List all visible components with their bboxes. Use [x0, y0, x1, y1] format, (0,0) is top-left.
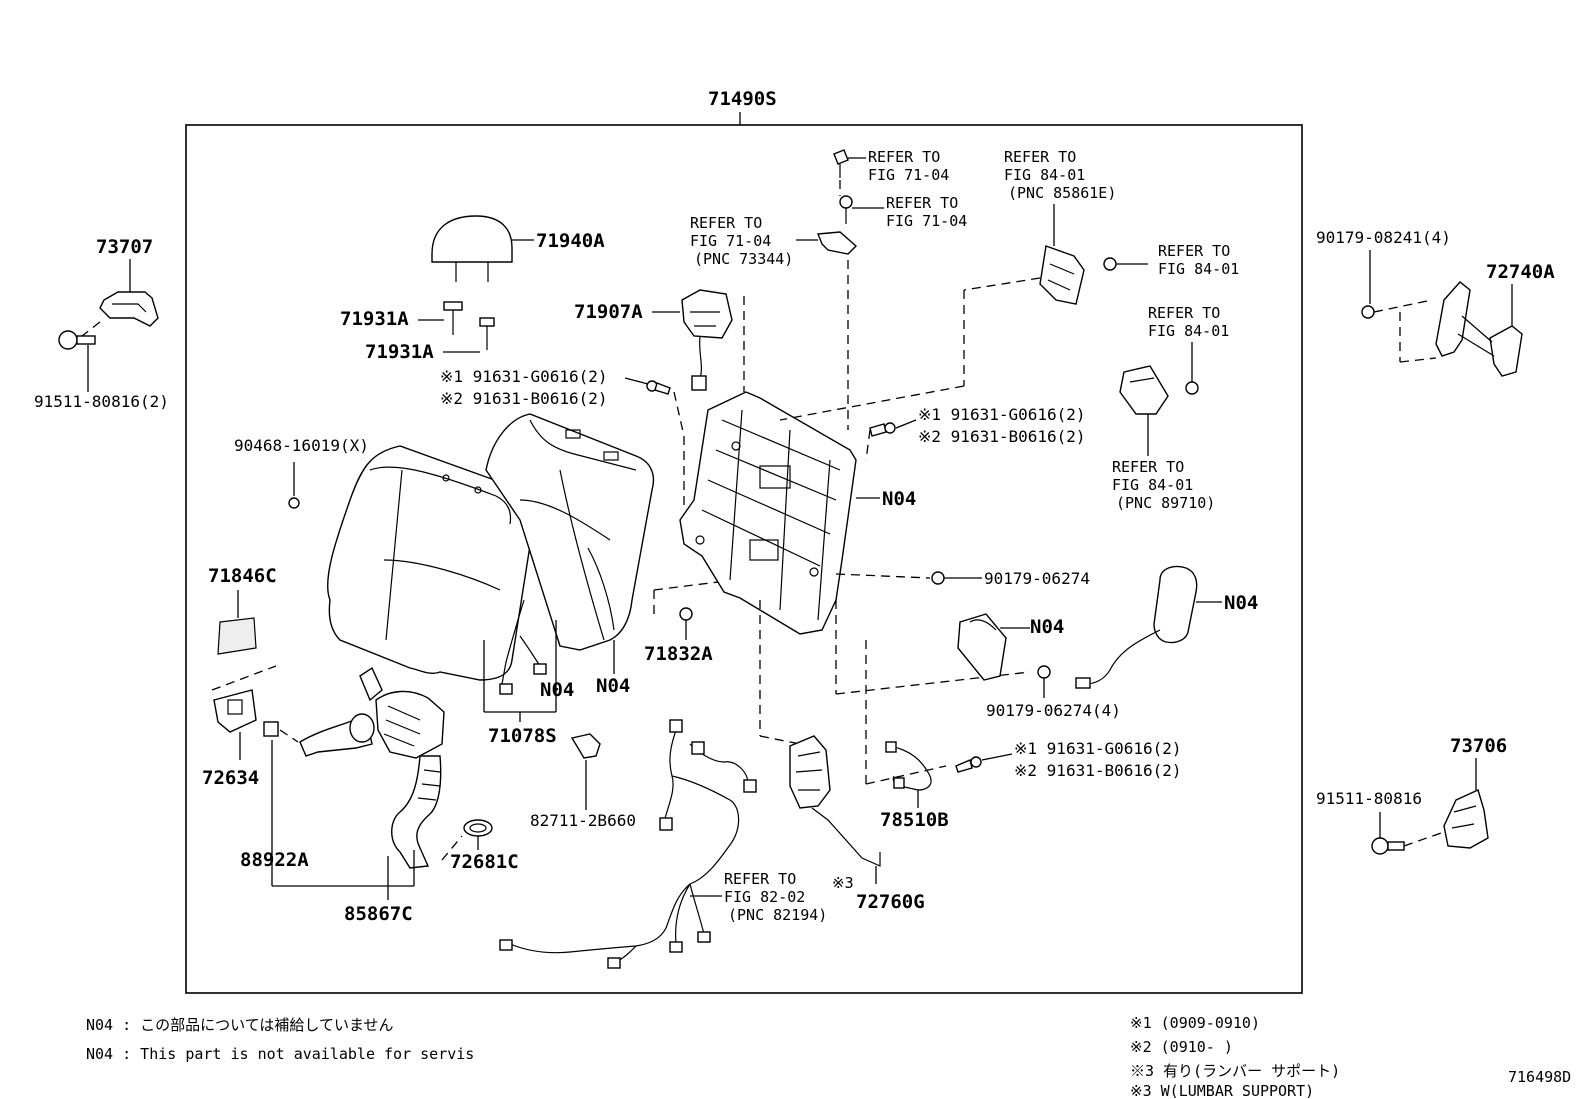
latch-71907A-icon [681, 289, 733, 391]
note-n04-japanese: N04 : この部品については補給していません [86, 1016, 394, 1034]
part-label-N04-motor[interactable]: N04 [1224, 592, 1258, 614]
ref-fig-82-02-line1[interactable]: REFER TO [724, 870, 796, 888]
ref-fig-71-04-b-line1[interactable]: REFER TO [886, 194, 958, 212]
part-label-71832A[interactable]: 71832A [644, 643, 713, 665]
ref-fig-84-01-d-line3[interactable]: (PNC 89710) [1116, 494, 1215, 512]
footnote-2: ※2 (0910- ) [1130, 1038, 1233, 1056]
sensor-bracket-icon [957, 613, 1007, 681]
bracket-72634-icon [213, 689, 257, 733]
seatback-frame-icon [679, 391, 857, 635]
part-label-72760G[interactable]: 72760G [856, 891, 925, 913]
wire-harness-icon [499, 719, 757, 969]
seatback-cover-icon [485, 413, 655, 651]
ref-fig-71-04-c-line1[interactable]: REFER TO [690, 214, 762, 232]
ref-fig-71-04-c-line3[interactable]: (PNC 73344) [694, 250, 793, 268]
assembly-label-71490S[interactable]: 71490S [708, 88, 777, 110]
ref-fig-71-04-b-line2[interactable]: FIG 71-04 [886, 212, 967, 230]
screw-top-2-icon [839, 195, 853, 224]
nut-89710-icon [1185, 381, 1199, 395]
part-label-91631-B0616-b[interactable]: ※2 91631-B0616(2) [918, 427, 1086, 446]
ref-fig-71-04-a-line2[interactable]: FIG 71-04 [868, 166, 949, 184]
screw-91631-c-icon [955, 756, 982, 773]
ref-fig-84-01-b-line1[interactable]: REFER TO [1158, 242, 1230, 260]
nut-90179-06274-icon [931, 571, 945, 585]
footnote-1: ※1 (0909-0910) [1130, 1014, 1260, 1032]
ref-fig-84-01-b-line2[interactable]: FIG 84-01 [1158, 260, 1239, 278]
clip-90468-icon [288, 497, 300, 509]
ref-fig-84-01-d-line1[interactable]: REFER TO [1112, 458, 1184, 476]
lumbar-motor-icon [1075, 565, 1198, 689]
part-label-91631-B0616-c[interactable]: ※2 91631-B0616(2) [1014, 761, 1182, 780]
bracket-72740A-icon [1435, 281, 1523, 377]
headrest-71940A-icon [431, 215, 513, 282]
ref-fig-82-02-line3[interactable]: (PNC 82194) [728, 906, 827, 924]
part-label-72634[interactable]: 72634 [202, 767, 259, 789]
bracket-73344-icon [817, 231, 858, 255]
part-label-91631-G0616-a[interactable]: ※1 91631-G0616(2) [440, 367, 608, 386]
part-label-71846C[interactable]: 71846C [208, 565, 277, 587]
part-label-90468-16019[interactable]: 90468-16019(X) [234, 436, 369, 455]
part-label-91631-B0616-a[interactable]: ※2 91631-B0616(2) [440, 389, 608, 408]
part-label-72681C[interactable]: 72681C [450, 851, 519, 873]
part-label-91511-80816[interactable]: 91511-80816 [1316, 789, 1422, 808]
bolt-91511-icon [58, 330, 96, 350]
part-label-88922A[interactable]: 88922A [240, 849, 309, 871]
ref-fig-82-02-line2[interactable]: FIG 82-02 [724, 888, 805, 906]
part-label-71078S[interactable]: 71078S [488, 725, 557, 747]
bracket-73706-icon [1443, 789, 1489, 849]
part-label-72740A[interactable]: 72740A [1486, 261, 1555, 283]
part-label-71907A[interactable]: 71907A [574, 301, 643, 323]
part-label-90179-06274[interactable]: 90179-06274 [984, 569, 1090, 588]
part-label-78510B[interactable]: 78510B [880, 809, 949, 831]
part-label-82711-2B660[interactable]: 82711-2B660 [530, 811, 636, 830]
part-label-71940A[interactable]: 71940A [536, 230, 605, 252]
part-label-71931A-lower[interactable]: 71931A [365, 341, 434, 363]
part-label-90179-06274-4[interactable]: 90179-06274(4) [986, 701, 1121, 720]
ref-fig-84-01-c-line2[interactable]: FIG 84-01 [1148, 322, 1229, 340]
part-label-90179-08241[interactable]: 90179-08241(4) [1316, 228, 1451, 247]
figure-id: 716498D [1508, 1068, 1571, 1086]
lumbar-switch-icon [789, 735, 881, 867]
screw-91631-b-icon [869, 422, 896, 437]
ref-fig-71-04-a-line1[interactable]: REFER TO [868, 148, 940, 166]
footnote-marker-star3: ※3 [832, 874, 854, 892]
footnote-3-jp: ※3 有り(ランバー サポート) [1130, 1062, 1340, 1080]
bolt-91511-b-icon [1371, 837, 1405, 855]
part-label-91511-80816-2[interactable]: 91511-80816(2) [34, 392, 169, 411]
ref-fig-84-01-a-line3[interactable]: (PNC 85861E) [1008, 184, 1116, 202]
module-89710-icon [1119, 365, 1169, 415]
note-n04-english: N04 : This part is not available for ser… [86, 1045, 474, 1063]
ref-fig-84-01-a-line2[interactable]: FIG 84-01 [1004, 166, 1085, 184]
screw-91631-a-icon [646, 380, 671, 395]
part-label-73706[interactable]: 73706 [1450, 735, 1507, 757]
pad-71846C-icon [217, 617, 257, 655]
headrest-support-71931A-icon [443, 301, 495, 350]
footnote-3-en: ※3 W(LUMBAR SUPPORT) [1130, 1082, 1314, 1099]
part-label-71931A-upper[interactable]: 71931A [340, 308, 409, 330]
lumbar-pump-assembly-icon [263, 666, 493, 869]
nut-71832A-icon [679, 607, 693, 621]
ref-fig-84-01-c-line1[interactable]: REFER TO [1148, 304, 1220, 322]
bracket-73707-icon [99, 291, 159, 327]
part-label-73707[interactable]: 73707 [96, 236, 153, 258]
part-label-N04-backboard[interactable]: N04 [596, 675, 630, 697]
nut-90179-08241-icon [1361, 305, 1375, 319]
ref-fig-84-01-d-line2[interactable]: FIG 84-01 [1112, 476, 1193, 494]
part-label-N04-sensor[interactable]: N04 [1030, 616, 1064, 638]
part-label-91631-G0616-c[interactable]: ※1 91631-G0616(2) [1014, 739, 1182, 758]
bracket-85861E-icon [1039, 245, 1085, 305]
part-label-85867C[interactable]: 85867C [344, 903, 413, 925]
assembly-frame [185, 124, 1303, 994]
ref-fig-84-01-a-line1[interactable]: REFER TO [1004, 148, 1076, 166]
part-label-N04-frame[interactable]: N04 [882, 488, 916, 510]
part-label-91631-G0616-b[interactable]: ※1 91631-G0616(2) [918, 405, 1086, 424]
part-label-N04-cover[interactable]: N04 [540, 679, 574, 701]
ref-fig-71-04-c-line2[interactable]: FIG 71-04 [690, 232, 771, 250]
clip-82711-icon [570, 733, 601, 759]
nut-90179-06274-4-icon [1037, 665, 1051, 679]
screw-top-1-icon [833, 149, 849, 178]
nut-84-01-icon [1103, 257, 1117, 271]
